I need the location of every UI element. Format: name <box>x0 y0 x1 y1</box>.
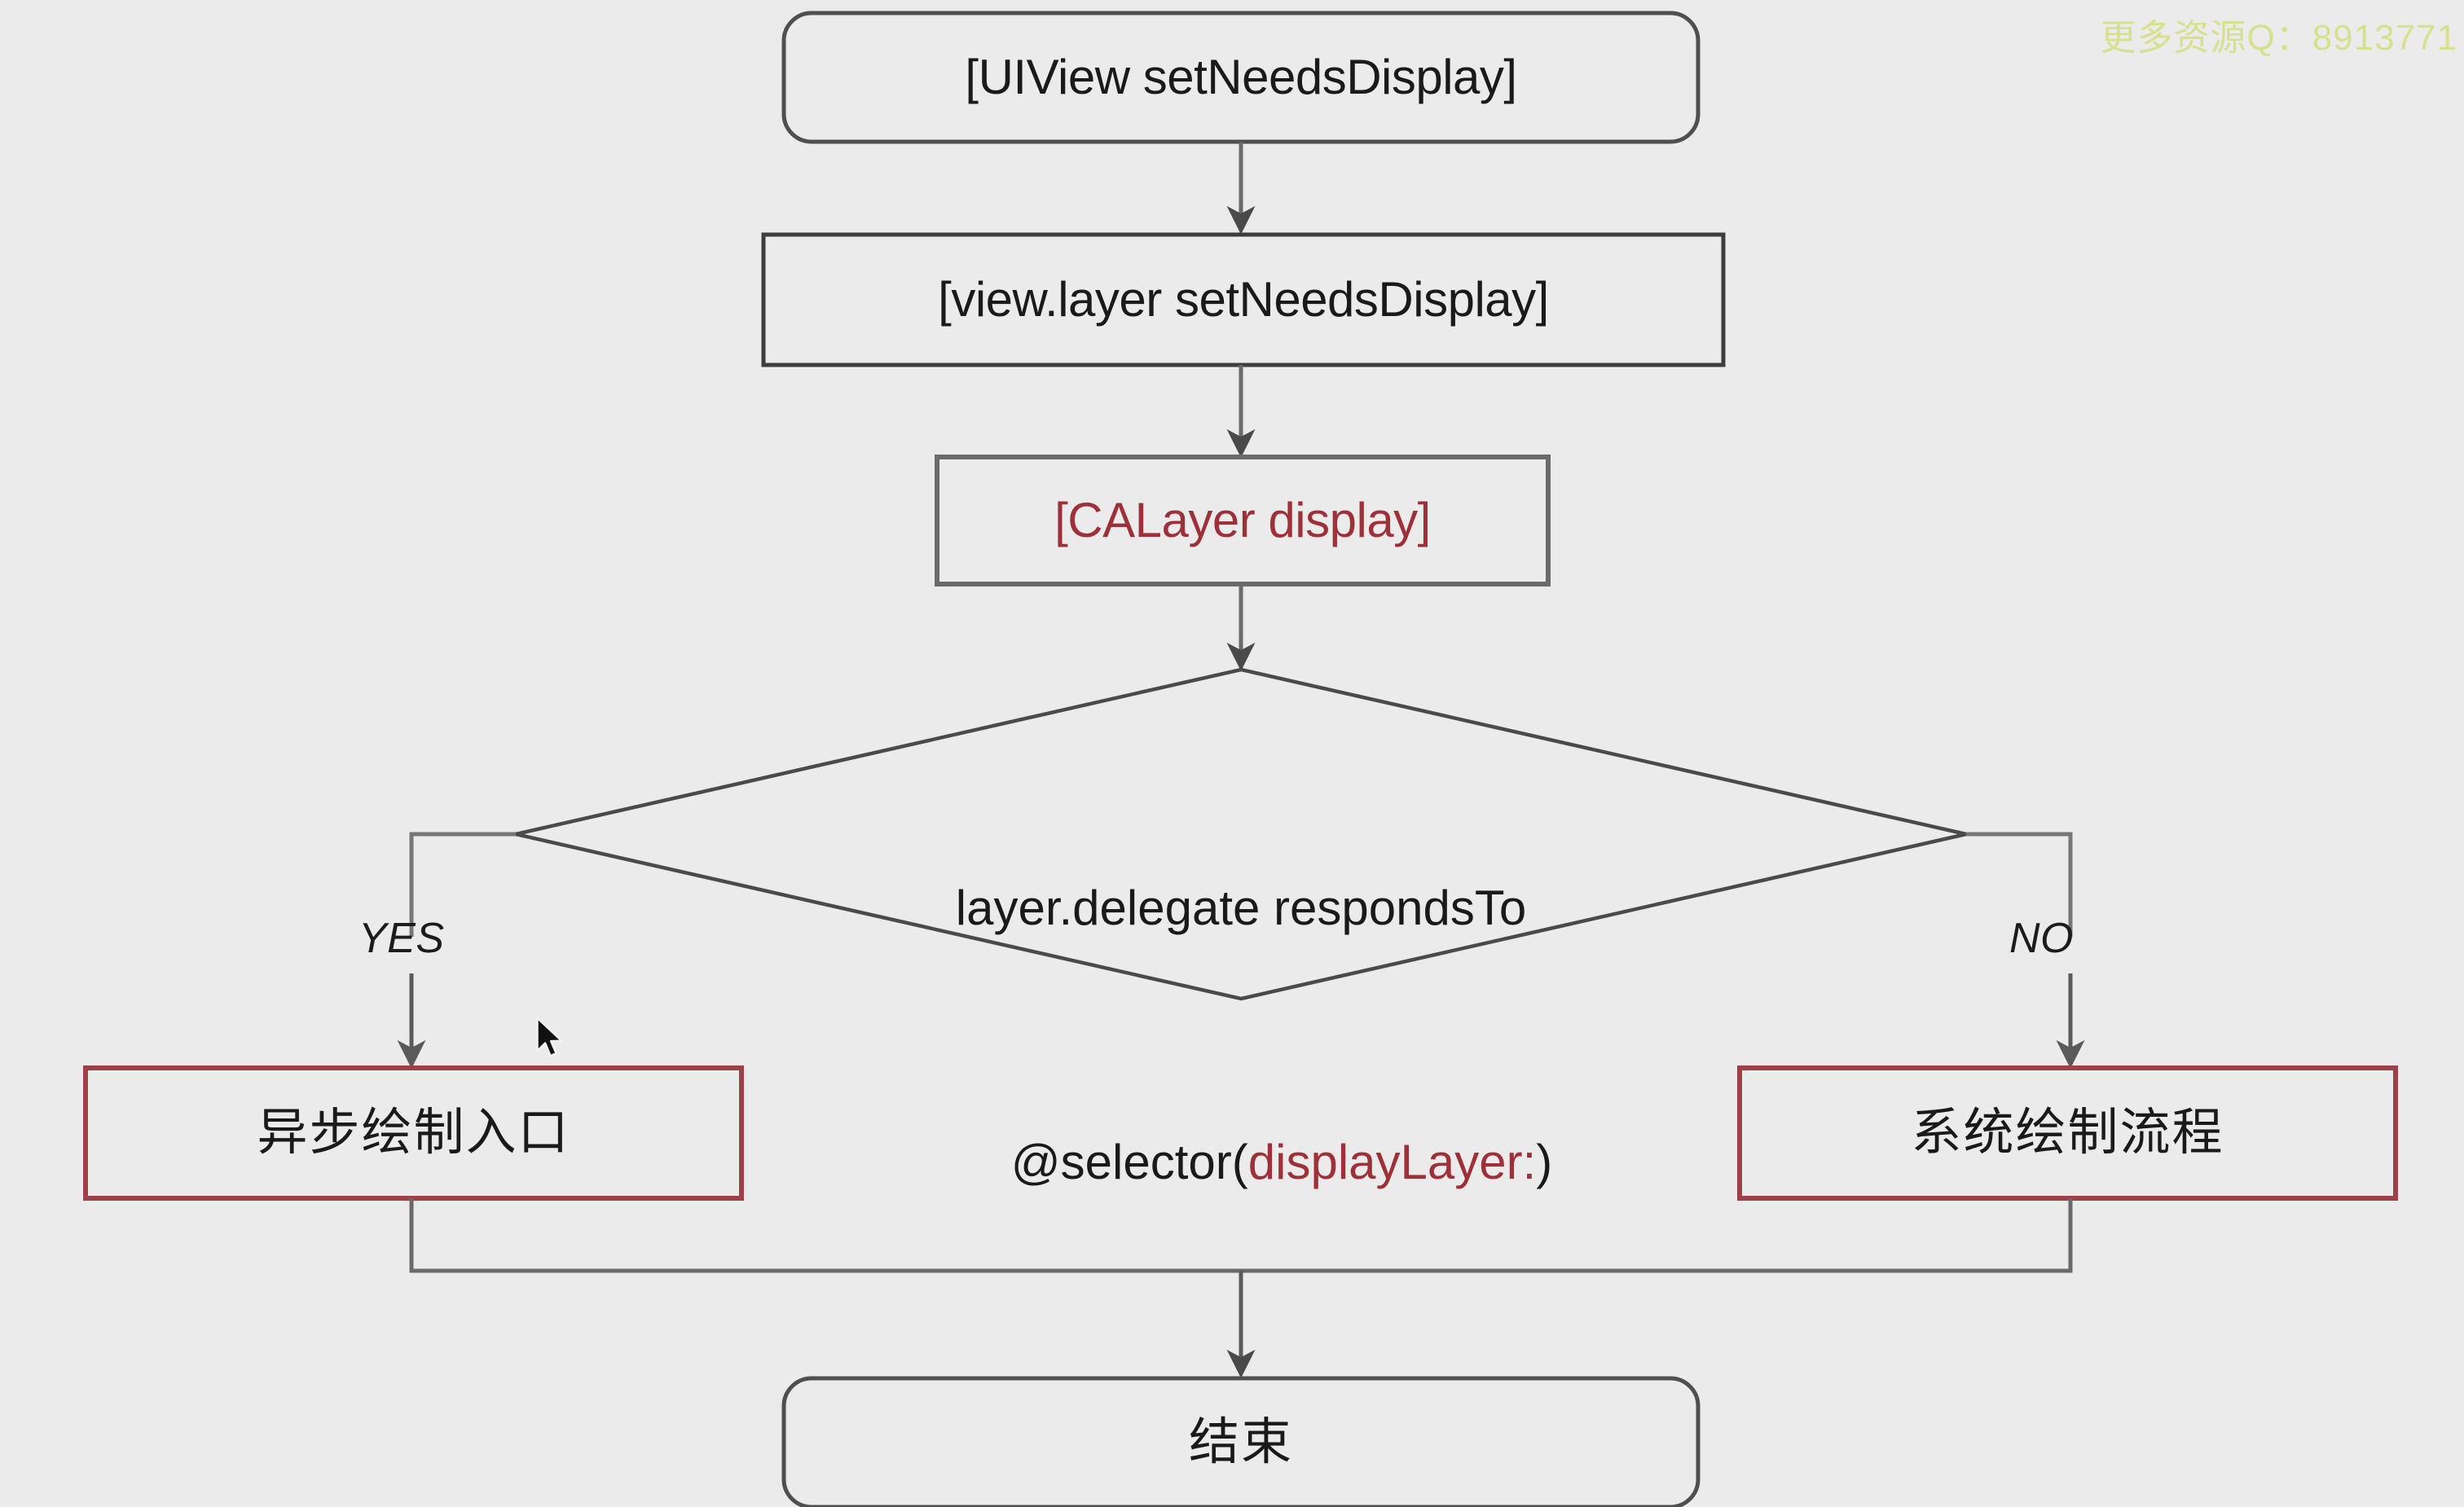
node-decision-label-line2: @selector(displayLayer:) <box>711 1067 1771 1258</box>
node-decision-shape[interactable] <box>515 667 1967 1001</box>
watermark-text: 更多资源Q：8913771 <box>2100 18 2457 58</box>
connector-decision-no <box>1966 832 2073 937</box>
selector-highlight: displayLayer: <box>1247 1135 1537 1189</box>
connector-decision-yes <box>409 832 516 937</box>
node-system-draw-shape[interactable] <box>1737 1065 2398 1201</box>
node-start-shape[interactable] <box>781 11 1701 144</box>
node-calayer-display-shape[interactable] <box>935 455 1551 587</box>
selector-suffix: ) <box>1536 1135 1553 1189</box>
node-end-shape[interactable] <box>781 1376 1701 1507</box>
edge-label-no: NO <box>2009 915 2074 962</box>
node-decision-label: layer.delegate respondsTo @selector(disp… <box>711 749 1771 1385</box>
node-decision-label-line1: layer.delegate respondsTo <box>955 881 1527 935</box>
selector-prefix: @selector( <box>1010 1135 1248 1189</box>
node-view-layer-shape[interactable] <box>761 232 1726 367</box>
node-async-draw-shape[interactable] <box>83 1065 744 1201</box>
edge-label-yes: YES <box>359 915 445 962</box>
